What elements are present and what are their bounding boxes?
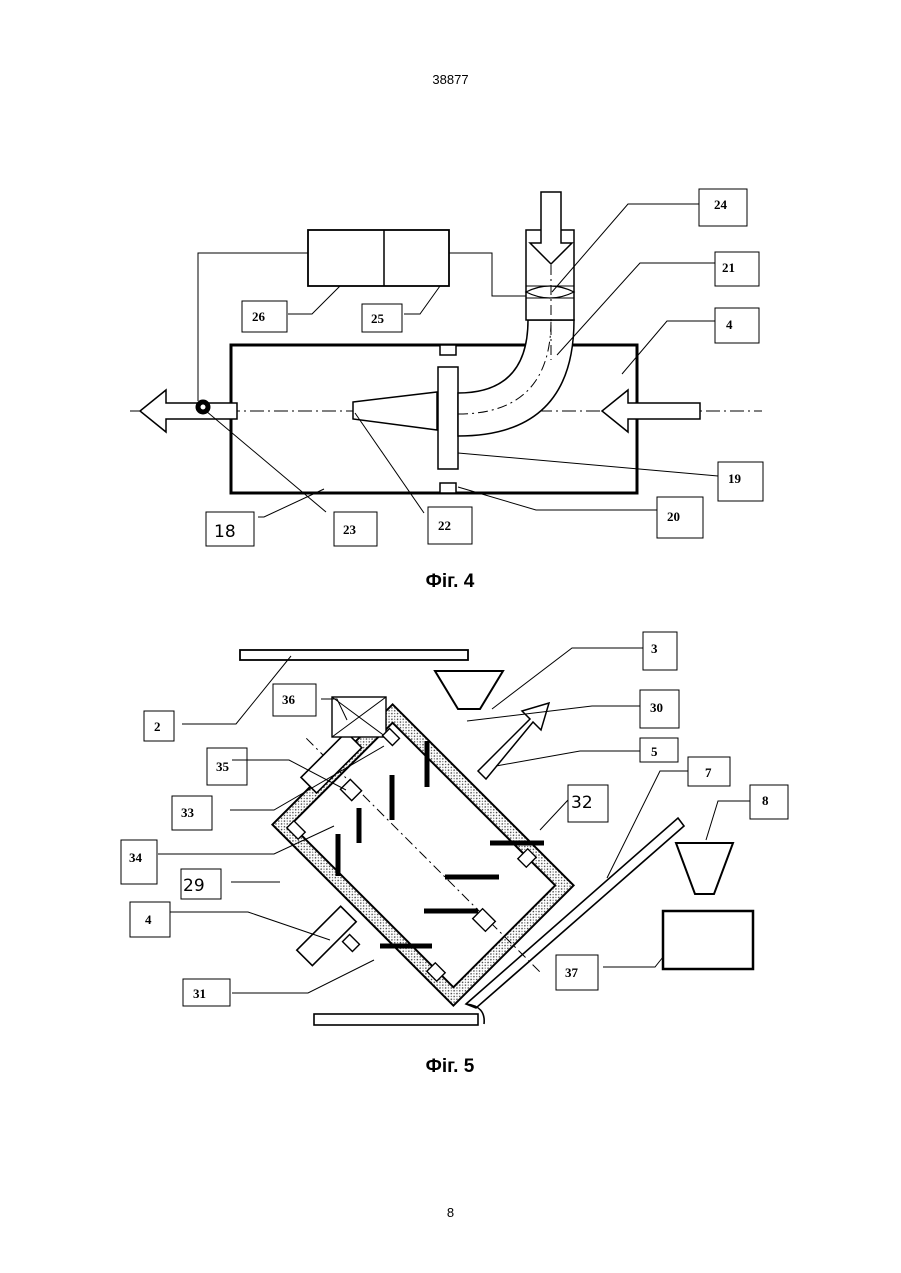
label-21: 21 <box>722 260 735 275</box>
label-30: 30 <box>650 700 663 715</box>
label-20: 20 <box>667 509 680 524</box>
label-3: 3 <box>651 641 658 656</box>
figure-5-caption: Фіг. 5 <box>426 1056 475 1077</box>
label-4b: 4 <box>145 912 152 927</box>
label-32: 32 <box>571 793 593 813</box>
hopper-3 <box>435 671 503 709</box>
label-37: 37 <box>565 965 579 980</box>
label-23: 23 <box>343 522 357 537</box>
wire-right <box>449 253 526 296</box>
label-26: 26 <box>252 309 266 324</box>
label-36: 36 <box>282 692 296 707</box>
label-4: 4 <box>726 317 733 332</box>
label-33: 33 <box>181 805 195 820</box>
label-22: 22 <box>438 518 451 533</box>
label-18: 18 <box>214 522 236 542</box>
support-bottom-20 <box>440 483 456 493</box>
label-25: 25 <box>371 311 385 326</box>
label-2: 2 <box>154 719 161 734</box>
figure-4-caption: Фіг. 4 <box>426 571 475 592</box>
label-8: 8 <box>762 793 769 808</box>
label-7: 7 <box>705 765 712 780</box>
label-35: 35 <box>216 759 230 774</box>
wire-left <box>198 253 308 401</box>
label-24: 24 <box>714 197 728 212</box>
label-5: 5 <box>651 744 658 759</box>
box-37 <box>663 911 753 969</box>
curved-pipe-21 <box>458 320 574 436</box>
label-34: 34 <box>129 850 143 865</box>
control-box <box>308 230 449 286</box>
outlet-arrow <box>140 390 237 432</box>
support-top-20 <box>440 345 456 355</box>
figure-4 <box>130 189 763 546</box>
figure-5 <box>121 632 788 1032</box>
label-31: 31 <box>193 986 206 1001</box>
tray <box>314 1014 478 1025</box>
label-29: 29 <box>183 876 205 896</box>
exhaust-arrow-30 <box>478 703 549 779</box>
label-19: 19 <box>728 471 742 486</box>
drum <box>246 678 600 1032</box>
cone-22 <box>353 392 437 430</box>
inlet-arrow <box>602 390 700 432</box>
hopper-8 <box>676 843 733 894</box>
page-number: 8 <box>0 1205 901 1220</box>
plate-2 <box>240 650 468 660</box>
disk-19 <box>438 367 458 469</box>
